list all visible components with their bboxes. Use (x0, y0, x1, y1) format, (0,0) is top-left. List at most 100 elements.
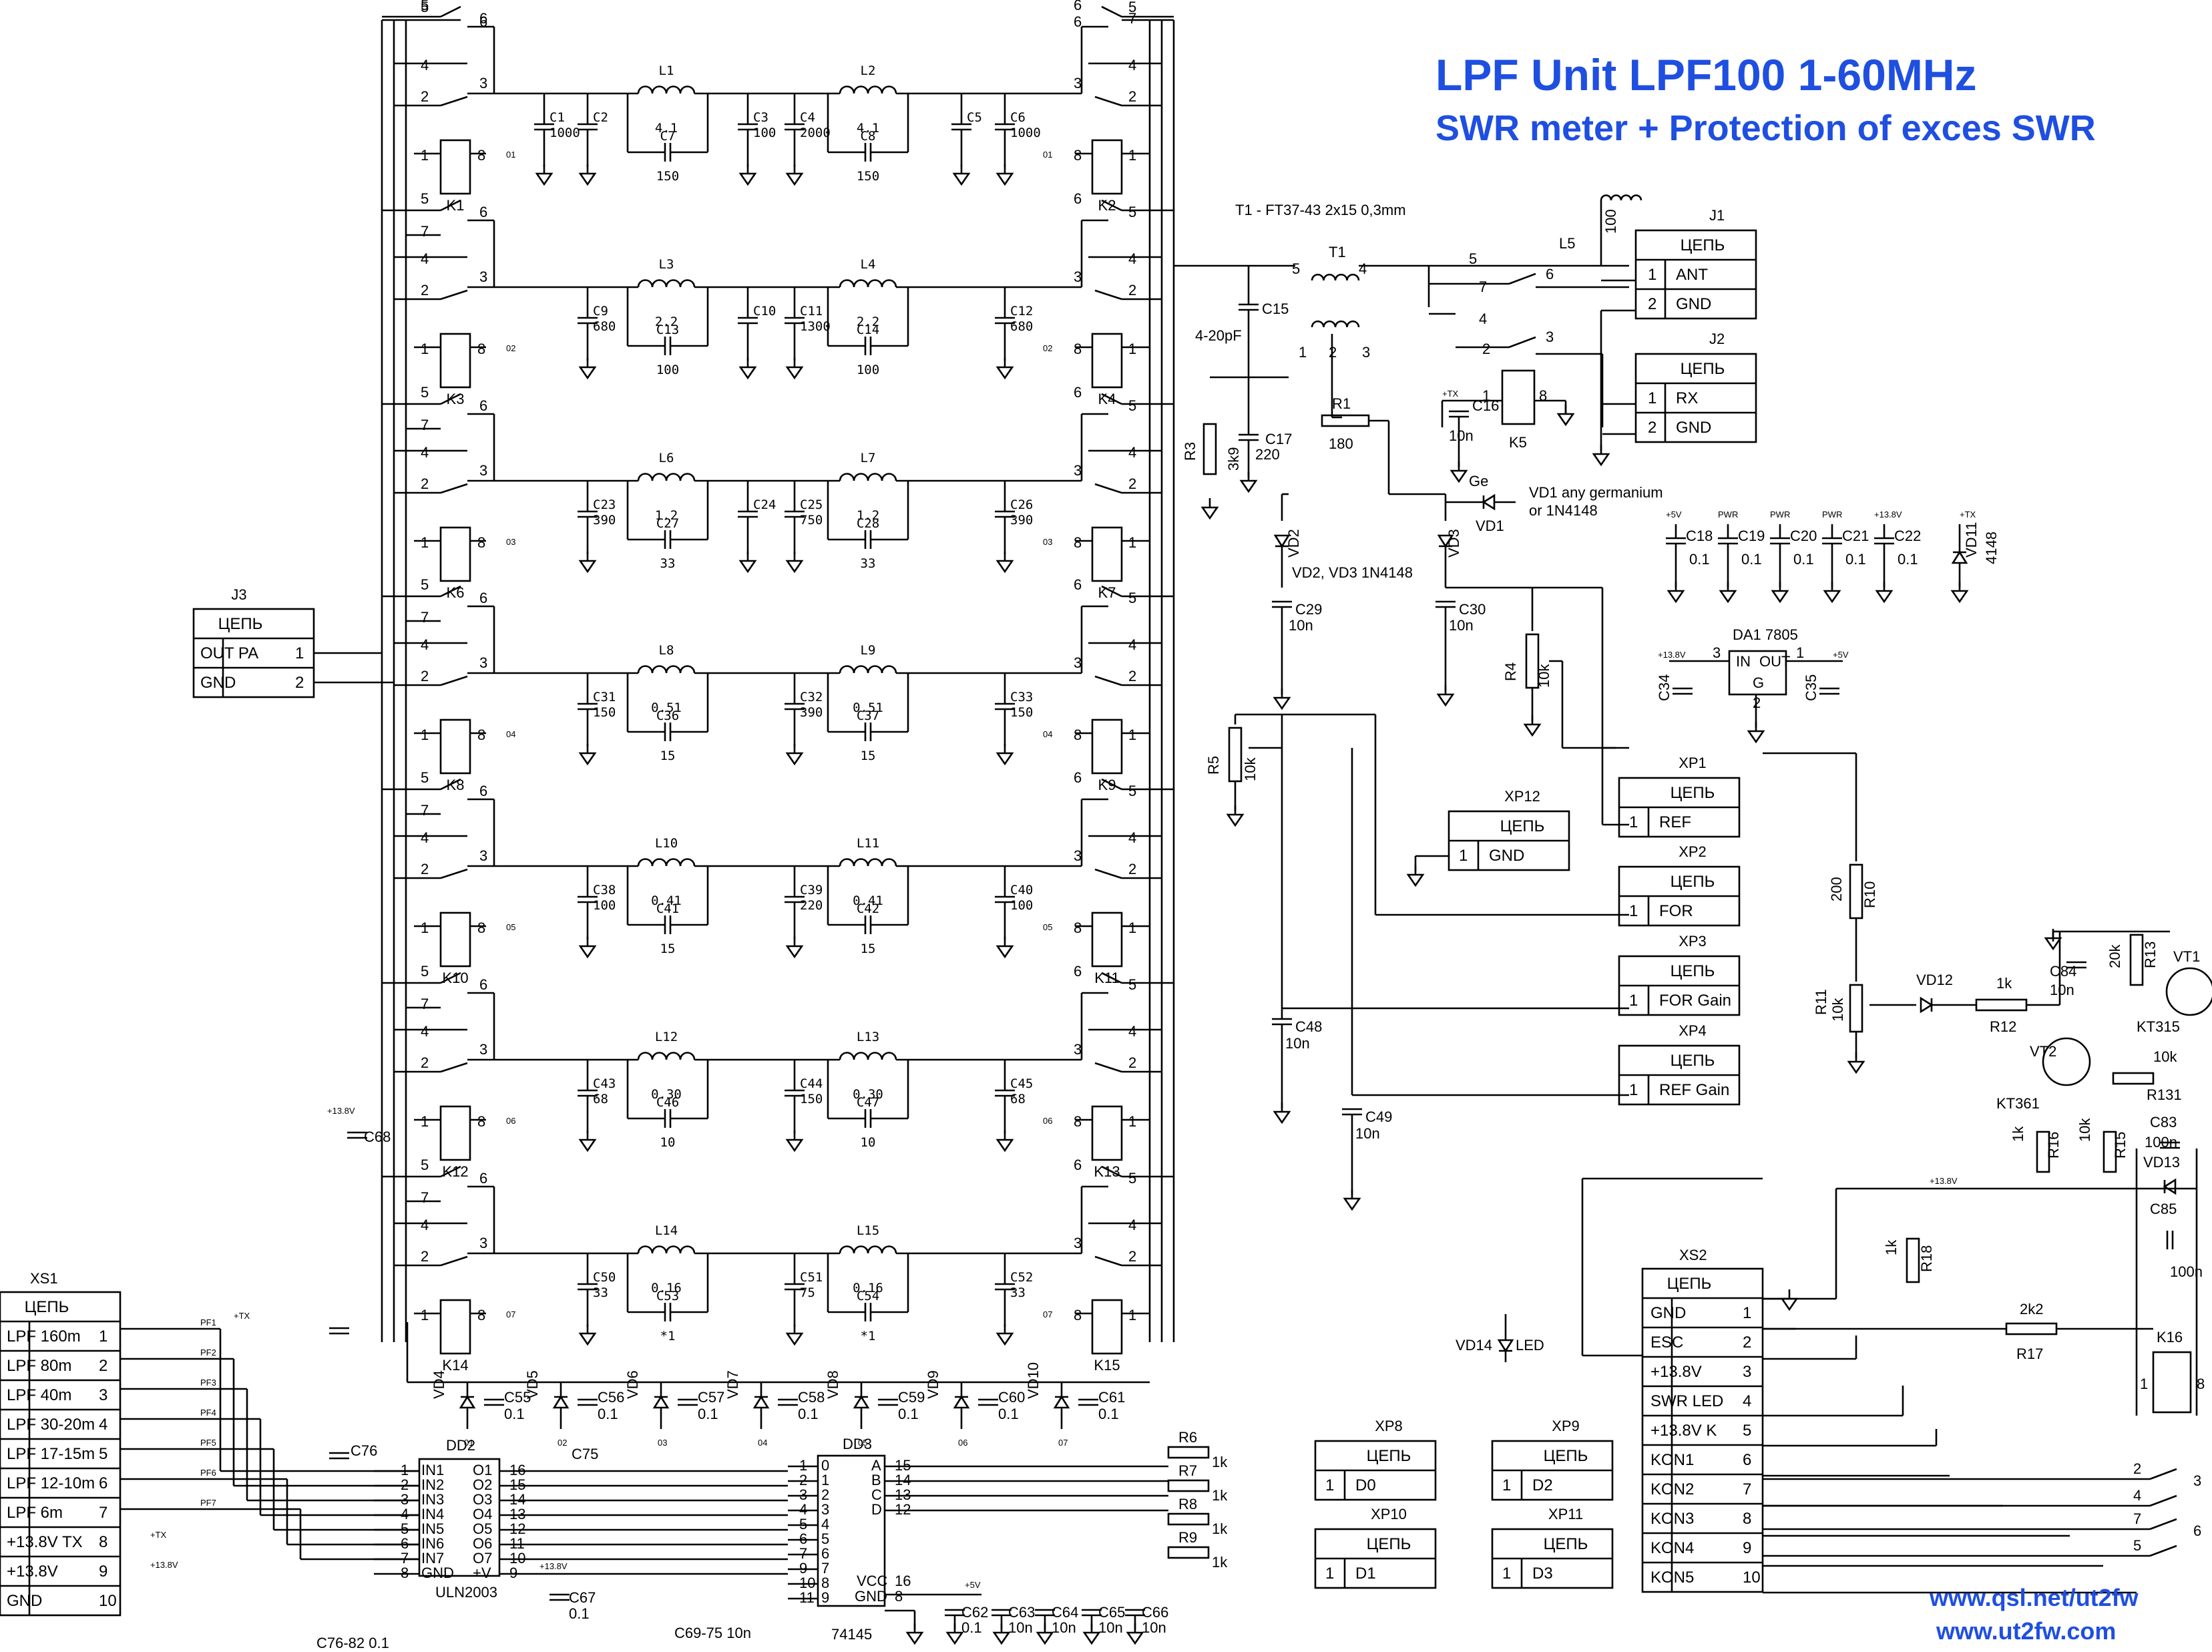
row-num: 2 (1743, 1333, 1751, 1352)
pin: 6 (1074, 963, 1082, 980)
cap-ref: C56 (598, 1389, 624, 1406)
XP3-table (1618, 955, 1741, 1016)
relay-code: 04 (506, 729, 515, 739)
cap-val: 0.1 (998, 1406, 1019, 1422)
ground-symbol (578, 752, 597, 766)
inductor (637, 279, 696, 288)
ind-val: 0.30 (651, 1087, 682, 1102)
pin: 1 (1128, 1307, 1136, 1323)
XP12-name: XP12 (1504, 788, 1540, 805)
tbl-header: ЦЕПЬ (1671, 962, 1715, 980)
net-label: +13.8V (1874, 509, 1902, 520)
switch (1094, 95, 1122, 107)
p5: +5V (965, 1580, 981, 1590)
ground-symbol (1436, 693, 1455, 707)
row-signal: OUT PA (200, 644, 258, 662)
cap-ref: C45 (1010, 1076, 1033, 1091)
row-num: 1 (1629, 992, 1638, 1010)
relay-ref: K11 (1094, 970, 1120, 986)
switch (440, 95, 468, 107)
relay-code: 06 (506, 1116, 515, 1126)
ind-val: 4.1 (655, 121, 678, 136)
pin: 4 (1128, 636, 1136, 653)
ground-symbol (1667, 590, 1685, 604)
l5 (1600, 194, 1642, 201)
ind-val: 1.2 (655, 508, 678, 523)
c17-val: 220 (1255, 446, 1280, 463)
c68-ref: C68 (364, 1128, 391, 1145)
cap-val: 100 (753, 126, 776, 140)
row-num: 2 (99, 1357, 107, 1375)
c67-val: 0.1 (569, 1605, 590, 1622)
cap-ref: C40 (1010, 883, 1033, 897)
dd3-body (817, 1454, 886, 1607)
cap-ref: C57 (698, 1389, 724, 1406)
row-num: 1 (1648, 389, 1656, 407)
tbl-header: ЦЕПЬ (1544, 1535, 1588, 1553)
r131-val: 10k (2153, 1048, 2177, 1065)
pin: 5 (1128, 1170, 1136, 1187)
dd3-lname: 0 (821, 1457, 829, 1474)
led-label: LED (1516, 1337, 1544, 1354)
switch (2149, 1494, 2177, 1507)
ptx: +TX (1960, 509, 1976, 520)
cap-ref: C25 (800, 497, 823, 512)
dd3-lpin: 1 (799, 1457, 807, 1474)
c29-ref: C29 (1295, 601, 1322, 618)
row-signal: LPF 30-20m (7, 1416, 95, 1434)
cap-ref: C19 (1738, 528, 1765, 544)
net-label: +5V (1666, 509, 1682, 520)
tbl-header: ЦЕПЬ (1681, 236, 1725, 254)
pin: 4 (1128, 829, 1136, 846)
res-R6 (1167, 1446, 1210, 1459)
t1-pin: 1 (1299, 344, 1307, 361)
c84-val: 10n (2050, 982, 2074, 998)
row-signal: ANT (1676, 266, 1708, 284)
pin: 3 (1546, 329, 1554, 345)
dd3-lname: 3 (821, 1501, 829, 1518)
row-signal: KON2 (1650, 1480, 1694, 1498)
p138: +13.8V (327, 1106, 355, 1116)
diode-VD8 (853, 1395, 870, 1409)
pin: 1 (421, 534, 429, 551)
switch (440, 483, 468, 494)
relay-coil (439, 1299, 471, 1355)
row-num: 3 (1743, 1363, 1751, 1381)
relay-coil (439, 718, 471, 775)
cap-val: 0.1 (1689, 551, 1710, 568)
cap-val: 0.1 (1793, 551, 1814, 568)
r4 (1525, 633, 1540, 689)
cap-val: 10 (861, 1135, 876, 1150)
inductor (839, 473, 897, 481)
row-signal: REF Gain (1659, 1081, 1729, 1099)
pin: 5 (1128, 976, 1136, 993)
diode-VD9 (953, 1395, 970, 1409)
diode-VD10 (1053, 1395, 1070, 1409)
ind-val: 2.2 (655, 315, 678, 329)
pin: 3 (1074, 1041, 1082, 1058)
ground-symbol (785, 366, 804, 380)
tbl-header: ЦЕПЬ (1500, 817, 1545, 835)
switch (1101, 972, 1122, 984)
dd2-lpin: 7 (401, 1550, 409, 1567)
switch (1101, 199, 1122, 212)
cap-val: 0.1 (1898, 551, 1918, 568)
ground-symbol (738, 172, 757, 186)
ground-symbol (785, 560, 804, 574)
ind-val: 0.30 (853, 1087, 883, 1102)
pin: 5 (1469, 250, 1477, 267)
ground-symbol (1200, 506, 1219, 520)
pin: 8 (1074, 1113, 1082, 1130)
ind-val: 4.1 (857, 121, 879, 136)
cap-ref: C55 (504, 1389, 531, 1406)
pin: 3 (1074, 268, 1082, 285)
cap-val: 33 (660, 556, 676, 571)
relay-coil (1091, 139, 1123, 195)
ind-val: 1.2 (857, 508, 879, 523)
cap-ref: C2 (593, 110, 608, 125)
row-num: 6 (99, 1474, 107, 1492)
switch (1101, 585, 1122, 598)
t1-pin: 3 (1362, 344, 1370, 361)
ground-symbol (1126, 1631, 1144, 1645)
cap-ref: C5 (967, 110, 982, 125)
